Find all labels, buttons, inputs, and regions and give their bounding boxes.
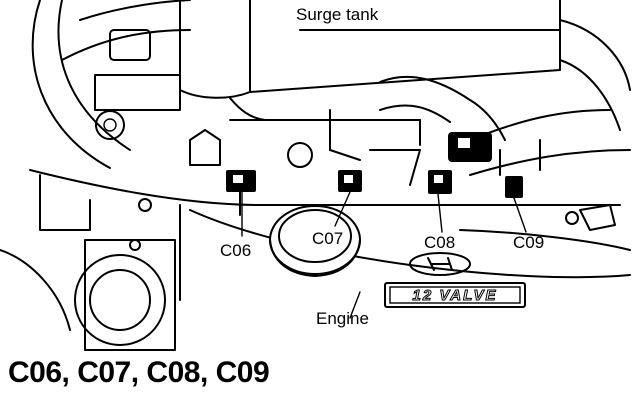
engine-linework (0, 0, 631, 351)
valve-badge-text: 12 VALVE (413, 287, 498, 304)
label-engine: Engine (316, 309, 369, 328)
label-surge-tank: Surge tank (296, 5, 379, 24)
connector-c08-body (428, 132, 492, 194)
label-c09: C09 (513, 233, 544, 252)
label-c06: C06 (220, 241, 251, 260)
label-c08: C08 (424, 233, 455, 252)
leader-lines (241, 191, 527, 319)
label-c07: C07 (312, 229, 343, 248)
connector-c06-body (226, 170, 256, 216)
connector-c09-body (505, 176, 523, 198)
connector-c07-body (338, 170, 362, 192)
connector-caption: C06, C07, C08, C09 (8, 356, 270, 389)
